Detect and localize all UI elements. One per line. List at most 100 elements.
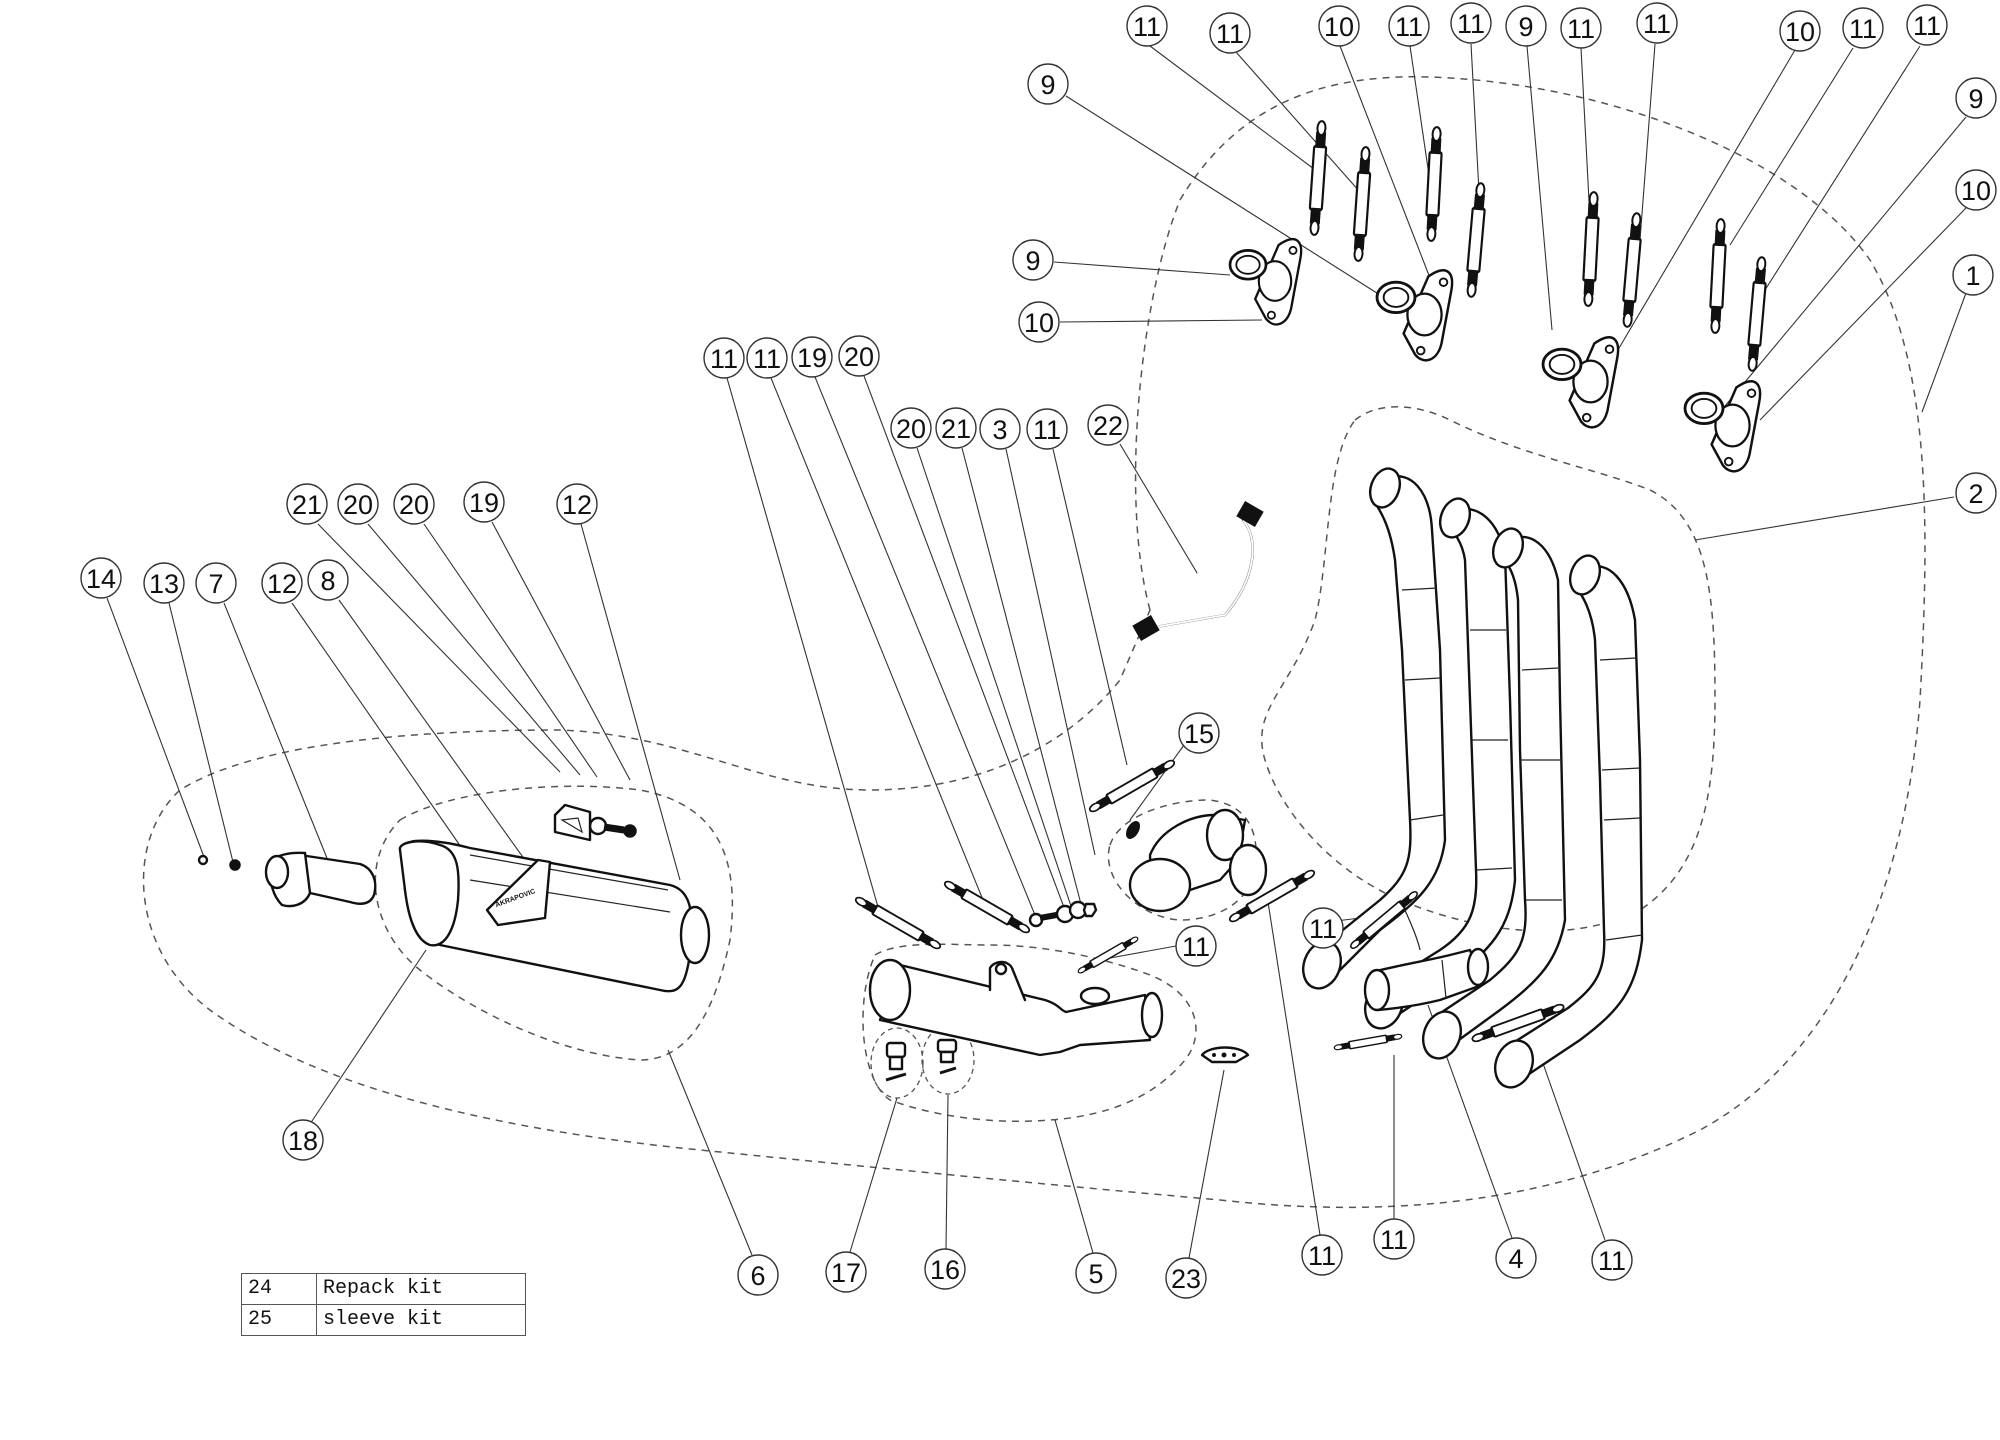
callout-spring: 11	[746, 337, 788, 379]
callout-gasket: 9	[1505, 5, 1547, 47]
callout-spring: 11	[1126, 5, 1168, 47]
callout-assembly: 1	[1952, 254, 1994, 296]
outline-linkpipe-5	[862, 943, 1197, 1123]
muffler-part: AKRAPOVIC	[398, 803, 711, 993]
callout-endcap: 18	[282, 1119, 324, 1161]
svg-text:10: 10	[1324, 12, 1354, 42]
callout-spring: 11	[1209, 12, 1251, 54]
svg-text:3: 3	[992, 415, 1007, 445]
callout-muffler: 6	[737, 1254, 779, 1296]
callout-spring: 11	[1026, 408, 1068, 450]
svg-text:16: 16	[930, 1255, 960, 1285]
table-row: 24 Repack kit	[241, 1273, 526, 1305]
spring-part	[1350, 145, 1374, 263]
callout-part-7: 7	[195, 562, 237, 604]
callout-part-12: 12	[556, 483, 598, 525]
callout-gasket: 9	[1012, 239, 1054, 281]
clamp-part-16	[936, 1038, 958, 1075]
svg-text:20: 20	[343, 490, 373, 520]
svg-text:7: 7	[208, 569, 223, 599]
svg-text:4: 4	[1508, 1244, 1523, 1274]
spring-part	[1075, 934, 1141, 976]
spring-part	[1619, 211, 1645, 329]
svg-text:6: 6	[750, 1261, 765, 1291]
plug-part-13	[229, 859, 241, 871]
svg-text:20: 20	[844, 342, 874, 372]
svg-text:23: 23	[1171, 1264, 1201, 1294]
gasket-flange-part	[1228, 237, 1303, 326]
callout-spring: 11	[1906, 4, 1948, 46]
svg-text:14: 14	[86, 564, 116, 594]
svg-text:17: 17	[831, 1258, 861, 1288]
svg-text:11: 11	[753, 344, 781, 374]
svg-text:11: 11	[710, 344, 738, 374]
callout-sensor-cable: 22	[1087, 404, 1129, 446]
callout-spring: 11	[1388, 5, 1430, 47]
callout-part-12: 12	[261, 562, 303, 604]
callout-gasket: 9	[1955, 77, 1997, 119]
callout-flange: 10	[1955, 169, 1997, 211]
gasket-flange-part	[1375, 268, 1454, 362]
outline-clamp-16	[921, 1025, 975, 1095]
callout-spring: 11	[1560, 7, 1602, 49]
table-row: 25 sleeve kit	[241, 1304, 526, 1336]
callout-spring: 11	[1450, 2, 1492, 44]
svg-text:15: 15	[1184, 719, 1214, 749]
callout-spring: 11	[1373, 1218, 1415, 1260]
callout-nut: 21	[935, 407, 977, 449]
spring-part	[1423, 125, 1445, 243]
callout-part-14: 14	[80, 557, 122, 599]
link-pipe-part	[868, 958, 1164, 1057]
callout-spring: 11	[1636, 2, 1678, 44]
callout-washer: 20	[838, 335, 880, 377]
kit-description: sleeve kit	[316, 1304, 526, 1336]
spring-part	[1333, 1031, 1403, 1053]
svg-text:20: 20	[896, 414, 926, 444]
outline-muffler-6	[374, 785, 734, 1061]
svg-text:11: 11	[1033, 415, 1061, 445]
callout-nut: 21	[286, 483, 328, 525]
svg-text:9: 9	[1025, 246, 1040, 276]
header-pipes-part	[1301, 467, 1644, 1089]
svg-text:9: 9	[1040, 70, 1055, 100]
svg-text:8: 8	[320, 566, 335, 596]
callout-part-8: 8	[307, 559, 349, 601]
svg-text:10: 10	[1785, 17, 1815, 47]
svg-text:2: 2	[1968, 479, 1983, 509]
svg-text:9: 9	[1518, 12, 1533, 42]
callout-clamp: 17	[825, 1251, 867, 1293]
svg-text:5: 5	[1088, 1259, 1103, 1289]
callout-washer: 20	[337, 483, 379, 525]
svg-text:11: 11	[1380, 1225, 1408, 1255]
callout-washer: 20	[890, 407, 932, 449]
kit-number: 24	[241, 1273, 317, 1305]
svg-text:11: 11	[1133, 12, 1161, 42]
svg-text:11: 11	[1567, 14, 1595, 44]
callout-flange: 10	[1018, 301, 1060, 343]
callouts: 11 11 10 11 11 9 11 11 10 11 11 9 10 1 9…	[80, 2, 1997, 1299]
link-pipe-part-4	[1363, 947, 1490, 1012]
svg-text:12: 12	[562, 490, 592, 520]
spring-part	[1580, 190, 1602, 308]
callout-spring: 11	[1591, 1239, 1633, 1281]
nut-part-14	[197, 854, 209, 866]
kit-description: Repack kit	[316, 1273, 526, 1305]
outline-assembly-1	[142, 76, 1926, 1209]
callout-flange: 10	[1779, 10, 1821, 52]
svg-text:9: 9	[1968, 84, 1983, 114]
svg-text:11: 11	[1182, 932, 1210, 962]
svg-text:20: 20	[399, 490, 429, 520]
sensor-cable-part	[1132, 501, 1264, 641]
svg-text:11: 11	[1598, 1246, 1626, 1276]
callout-flange: 10	[1318, 5, 1360, 47]
callout-bracket: 23	[1165, 1257, 1207, 1299]
clamp-part-17	[885, 1041, 907, 1082]
svg-text:10: 10	[1024, 308, 1054, 338]
callout-spring: 11	[1842, 7, 1884, 49]
callout-washer: 20	[393, 483, 435, 525]
callout-part-3: 3	[979, 408, 1021, 450]
spring-part	[1707, 217, 1729, 335]
svg-text:11: 11	[1216, 19, 1244, 49]
svg-text:19: 19	[469, 488, 499, 518]
